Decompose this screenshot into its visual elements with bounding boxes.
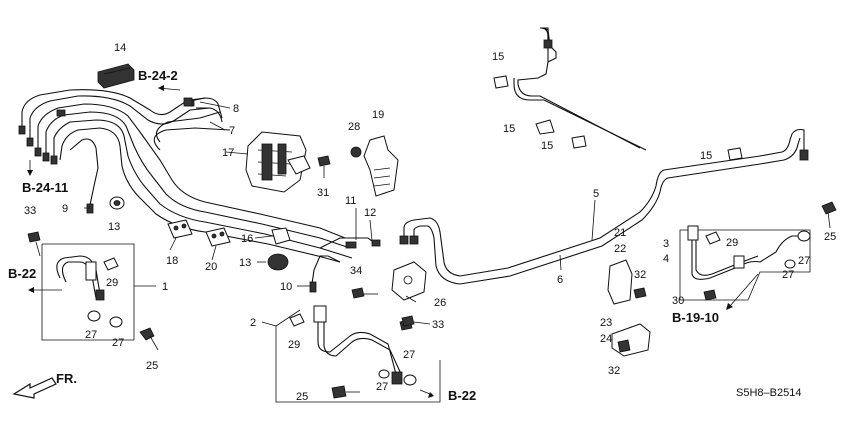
ref-b24-11: B-24-11 (22, 180, 68, 195)
part-label-13b: 13 (239, 257, 251, 269)
bolt-33-left (27, 231, 41, 257)
diagram-code: S5H8–B2514 (736, 387, 801, 399)
part-label-25a: 25 (146, 360, 158, 372)
ref-b19-10: B-19-10 (672, 310, 719, 325)
part-label-27c: 27 (376, 381, 388, 393)
part-label-15b: 15 (503, 123, 515, 135)
part-number-labels: 1 2 3 4 5 6 7 8 9 10 11 12 13 13 14 15 1… (24, 42, 836, 403)
part-label-15c: 15 (541, 140, 553, 152)
part-label-15a: 15 (492, 51, 504, 63)
part-label-29c: 29 (726, 237, 738, 249)
hose-group-3-4 (679, 225, 811, 301)
part-label-15d: 15 (700, 150, 712, 162)
nut-28 (350, 146, 362, 158)
pipe-ends-7-8 (183, 97, 223, 123)
part-label-21: 21 (614, 227, 626, 239)
part-label-26: 26 (434, 297, 446, 309)
part-label-14: 14 (114, 42, 126, 54)
part-label-29b: 29 (288, 339, 300, 351)
part-label-25b: 25 (296, 391, 308, 403)
part-label-24: 24 (600, 333, 612, 345)
part-label-9: 9 (62, 203, 68, 215)
clip-18 (167, 219, 193, 239)
part-label-16: 16 (241, 233, 253, 245)
part-label-27d: 27 (403, 349, 415, 361)
abs-bracket-17 (245, 131, 311, 193)
rear-brake-pipes (399, 27, 809, 285)
bracket-23-24 (611, 323, 651, 357)
part-label-32b: 32 (608, 365, 620, 377)
bracket-19 (363, 135, 399, 197)
leader-lines (84, 101, 596, 325)
reference-arrows (27, 85, 759, 398)
part-label-33a: 33 (24, 205, 36, 217)
clip-15c (571, 135, 587, 149)
clip-15d (727, 147, 743, 161)
ref-b22-bottom: B-22 (448, 388, 476, 403)
bolt-33-right (401, 315, 415, 327)
part-label-12: 12 (364, 207, 376, 219)
bolt-31 (317, 155, 331, 178)
proportioning-valve-26 (391, 261, 427, 301)
bolt-34 (351, 287, 378, 299)
part-label-27e: 27 (782, 269, 794, 281)
part-label-27a: 27 (85, 329, 97, 341)
front-direction-arrow: FR. (12, 371, 77, 399)
part-label-27b: 27 (112, 337, 124, 349)
ref-b22-left: B-22 (8, 266, 36, 281)
part-label-1: 1 (162, 281, 168, 293)
bolt-25-bottom (331, 385, 360, 399)
part-label-5: 5 (593, 188, 599, 200)
part-label-34: 34 (350, 265, 362, 277)
pipe-joint-11-12 (309, 237, 381, 293)
part-label-3: 3 (663, 238, 669, 250)
part-label-19: 19 (372, 109, 384, 121)
part-label-6: 6 (557, 274, 563, 286)
part-label-27f: 27 (798, 255, 810, 267)
part-label-20: 20 (205, 261, 217, 273)
part-label-13a: 13 (108, 221, 120, 233)
part-label-8: 8 (233, 103, 239, 115)
part-label-18: 18 (166, 255, 178, 267)
part-label-25c: 25 (824, 231, 836, 243)
part-label-30: 30 (672, 295, 684, 307)
grommet-13a (109, 196, 125, 210)
clip-20 (205, 227, 231, 247)
part-label-10: 10 (280, 281, 292, 293)
front-pipe-bundle (21, 89, 353, 263)
pipe-clip-14 (97, 63, 135, 89)
part-label-33b: 33 (432, 319, 444, 331)
front-direction-label: FR. (56, 371, 77, 386)
clip-15a (493, 75, 509, 89)
part-label-7: 7 (229, 125, 235, 137)
part-label-29a: 29 (106, 277, 118, 289)
bolt-25-right (821, 201, 837, 229)
hose-group-1 (41, 243, 156, 341)
part-label-23: 23 (600, 317, 612, 329)
bracket-21-22 (607, 259, 647, 305)
ref-b24-2: B-24-2 (138, 68, 178, 83)
part-label-31: 31 (317, 187, 329, 199)
bolt-25-left (139, 327, 159, 351)
clip-16 (271, 227, 291, 245)
part-label-4: 4 (663, 253, 669, 265)
clip-15b (535, 119, 555, 135)
grommet-13b (267, 253, 289, 271)
part-label-11: 11 (345, 195, 356, 207)
part-label-17: 17 (222, 147, 234, 159)
part-label-28: 28 (348, 121, 360, 133)
part-label-2: 2 (250, 317, 256, 329)
part-label-32a: 32 (634, 269, 646, 281)
part-label-22: 22 (614, 243, 626, 255)
